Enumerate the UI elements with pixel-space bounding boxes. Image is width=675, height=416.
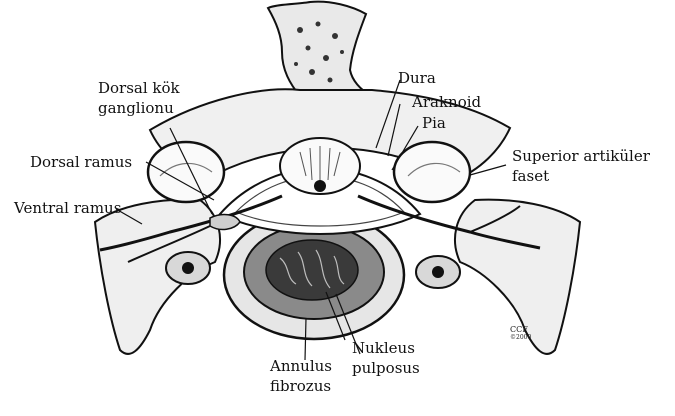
right-facet <box>394 142 470 202</box>
ventral-ramus-label: Ventral ramus <box>14 198 121 218</box>
nucleus-pulposus-label: Nukleus pulposus <box>352 338 420 378</box>
left-facet <box>148 142 224 202</box>
spinous-process <box>268 2 372 96</box>
dorsal-root-ganglion-label: Dorsal kök ganglionu <box>98 78 180 118</box>
superior-facet-label: Superior artiküler faset <box>512 146 650 186</box>
pia-label: Pia <box>422 113 446 133</box>
annulus-fibrosus-label: Annulus fibrozus <box>270 356 332 396</box>
copyright-mark: CCF ©2000 <box>510 326 531 342</box>
left-ganglion <box>210 215 240 230</box>
arachnoid-label: Araknoid <box>412 92 481 112</box>
nucleus-core <box>266 240 358 300</box>
dura-label: Dura <box>398 68 436 88</box>
dorsal-ramus-label: Dorsal ramus <box>30 152 132 172</box>
